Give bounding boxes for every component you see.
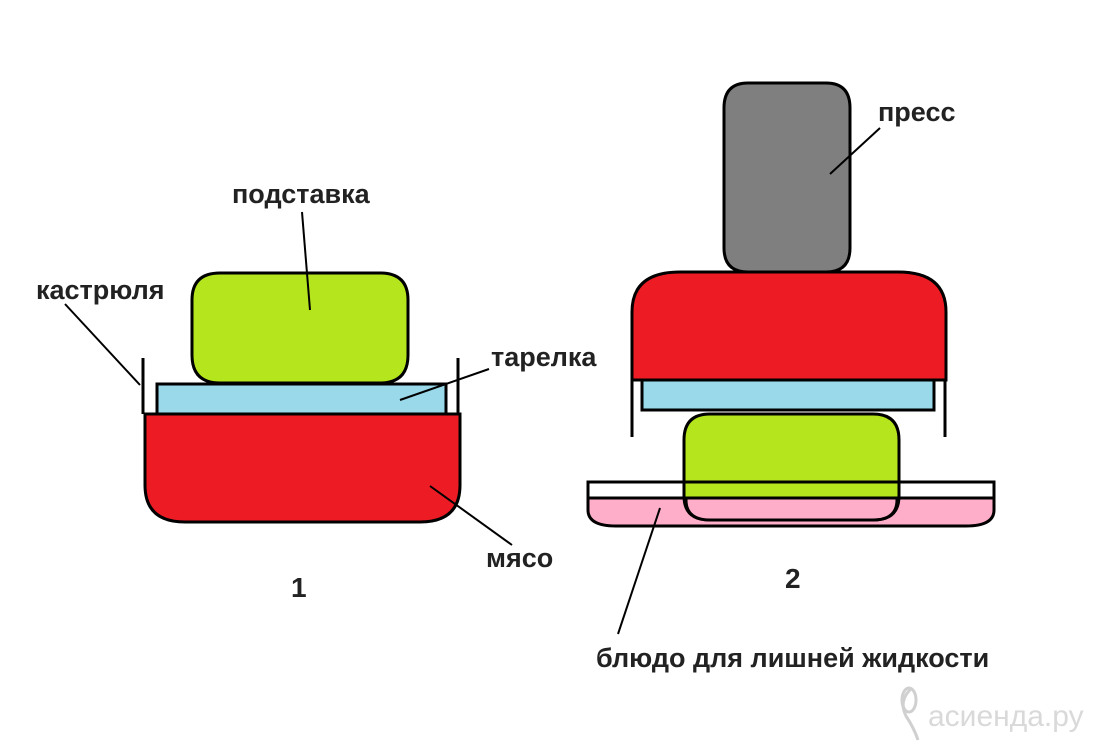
figure-1-number: 1	[291, 572, 307, 603]
meat-shape-1	[143, 412, 462, 524]
stand-shape-1	[190, 271, 410, 385]
pot-leader-line	[64, 303, 141, 386]
stand-label: подставка	[232, 179, 371, 209]
plate-shape-2	[640, 378, 936, 412]
pot-label: кастрюля	[36, 275, 165, 305]
press-leader-line	[829, 127, 881, 175]
stand-leader-line	[301, 211, 311, 311]
press-label: пресс	[878, 97, 956, 127]
meat-shape-2	[630, 270, 948, 382]
figure-2-number: 2	[785, 563, 801, 594]
figure-2: пресс блюдо для лишней жидкости 2	[586, 81, 996, 673]
pot-shape-2	[630, 378, 947, 437]
stand-bottom-liquid	[684, 496, 899, 522]
press-shape	[722, 81, 852, 274]
plate-label: тарелка	[491, 342, 597, 372]
plate-shape-1	[155, 382, 448, 416]
dish-label: блюдо для лишней жидкости	[596, 643, 989, 673]
dish-leader-line	[617, 507, 661, 635]
meat-label: мясо	[486, 543, 553, 573]
watermark-text: асиенда.ру	[928, 700, 1084, 733]
watermark: асиенда.ру	[900, 686, 1084, 741]
plate-leader-line	[399, 368, 490, 401]
ficus-leaf-icon	[900, 686, 920, 741]
figure-1: подставка кастрюля тарелка мясо 1	[36, 179, 597, 603]
meat-leader-line	[429, 485, 513, 546]
pot-shape-1	[141, 358, 460, 414]
